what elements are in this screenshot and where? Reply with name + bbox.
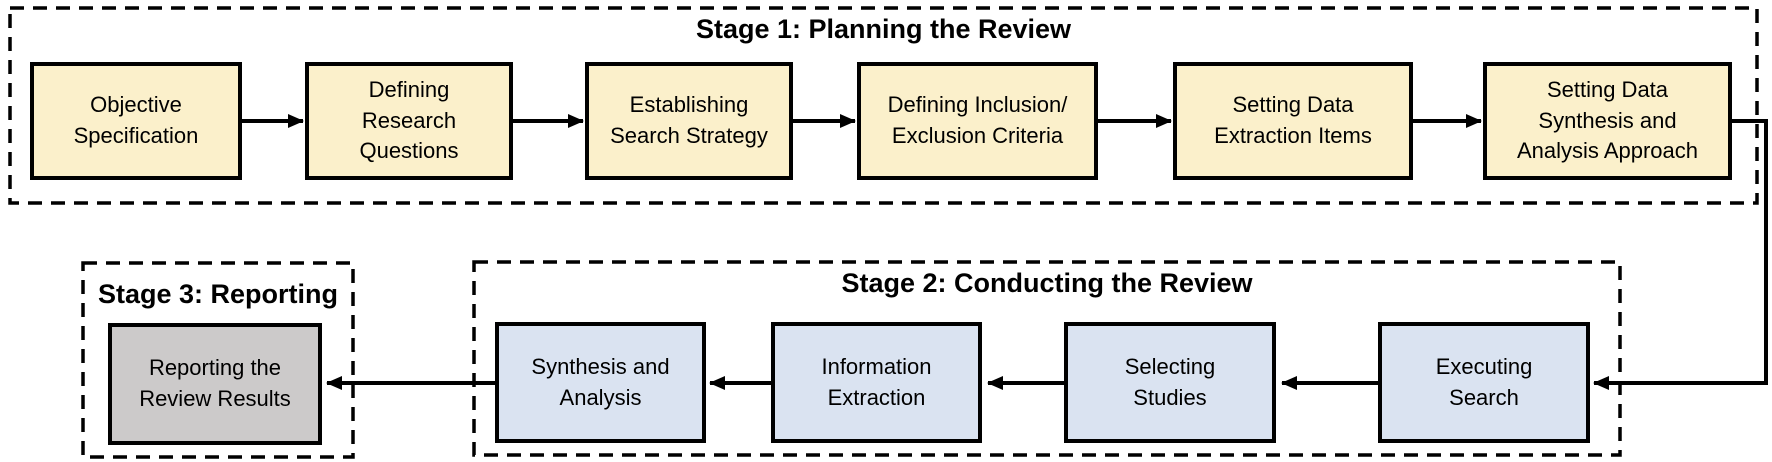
step-label: Executing Search (1435, 353, 1533, 410)
step-reporting-review-results: Reporting the Review Results (108, 323, 322, 445)
stage1-planning-group: Stage 1: Planning the Review Objective S… (10, 8, 1757, 203)
step-setting-data-extraction-items: Setting Data Extraction Items (1173, 62, 1413, 180)
step-label: Setting Data Extraction Items (1214, 92, 1372, 148)
step-defining-research-questions: Defining Research Questions (305, 62, 513, 180)
step-label: Objective Specification (73, 92, 199, 148)
step-synthesis-and-analysis: Synthesis and Analysis (495, 322, 706, 443)
step-label: Defining Inclusion/ Exclusion Criteria (887, 92, 1068, 148)
step-setting-data-synthesis-approach: Setting Data Synthesis and Analysis Appr… (1483, 62, 1732, 180)
step-information-extraction: Information Extraction (771, 322, 982, 443)
step-label: Synthesis and Analysis (531, 353, 670, 410)
step-establishing-search-strategy: Establishing Search Strategy (585, 62, 793, 180)
stage2-conducting-group: Stage 2: Conducting the Review Synthesis… (474, 262, 1620, 455)
step-objective-specification: Objective Specification (30, 62, 242, 180)
step-label: Defining Research Questions (359, 76, 459, 164)
step-executing-search: Executing Search (1378, 322, 1590, 443)
stage3-reporting-group: Stage 3: Reporting Reporting the Review … (83, 263, 353, 457)
stage3-title: Stage 3: Reporting (97, 279, 339, 309)
stage1-title: Stage 1: Planning the Review (695, 14, 1072, 44)
step-selecting-studies: Selecting Studies (1064, 322, 1276, 443)
step-label: Information Extraction (821, 353, 932, 410)
step-label: Reporting the Review Results (139, 355, 291, 411)
step-label: Establishing Search Strategy (610, 92, 768, 148)
stage2-title: Stage 2: Conducting the Review (841, 268, 1253, 298)
step-label: Selecting Studies (1124, 353, 1216, 410)
step-defining-inclusion-exclusion-criteria: Defining Inclusion/ Exclusion Criteria (857, 62, 1098, 180)
step-label: Setting Data Synthesis and Analysis Appr… (1517, 76, 1698, 164)
